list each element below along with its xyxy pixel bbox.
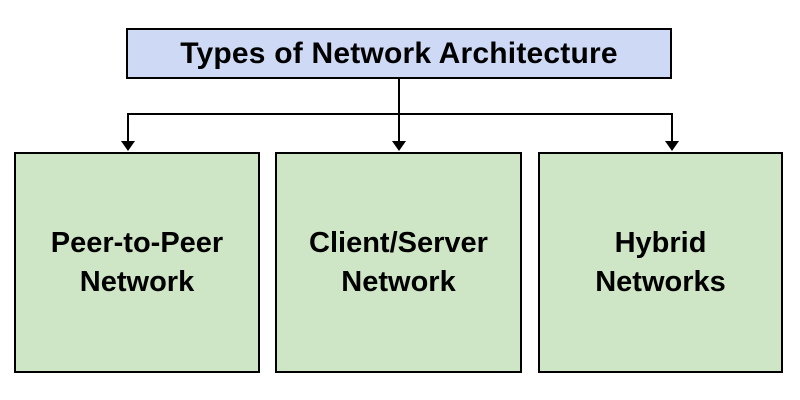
label-line: Network [341, 265, 456, 298]
child-node-peer-to-peer-network: Peer-to-Peer Network [14, 152, 260, 373]
down-arrowhead-right-icon [665, 141, 679, 151]
root-node-label: Types of Network Architecture [180, 36, 618, 70]
child-node-label: Client/Server Network [309, 224, 488, 301]
down-arrowhead-left-icon [121, 141, 135, 151]
down-arrowhead-middle-icon [392, 141, 406, 151]
label-line: Peer-to-Peer [50, 227, 224, 260]
label-line: Hybrid [614, 227, 707, 260]
label-line: Network [79, 265, 195, 298]
child-node-label: Hybrid Networks [595, 224, 726, 301]
child-node-label: Peer-to-Peer Network [51, 224, 223, 301]
child-node-hybrid-networks: Hybrid Networks [538, 152, 783, 373]
connector-stem [398, 79, 400, 115]
label-line: Networks [595, 265, 726, 298]
connector-drop-left [127, 113, 129, 143]
connector-horizontal-bar [127, 113, 673, 115]
root-node-types-of-network-architecture: Types of Network Architecture [126, 28, 672, 79]
child-node-client-server-network: Client/Server Network [275, 152, 522, 373]
connector-drop-right [671, 113, 673, 143]
connector-drop-middle [398, 113, 400, 143]
label-line: Client/Server [309, 227, 488, 260]
